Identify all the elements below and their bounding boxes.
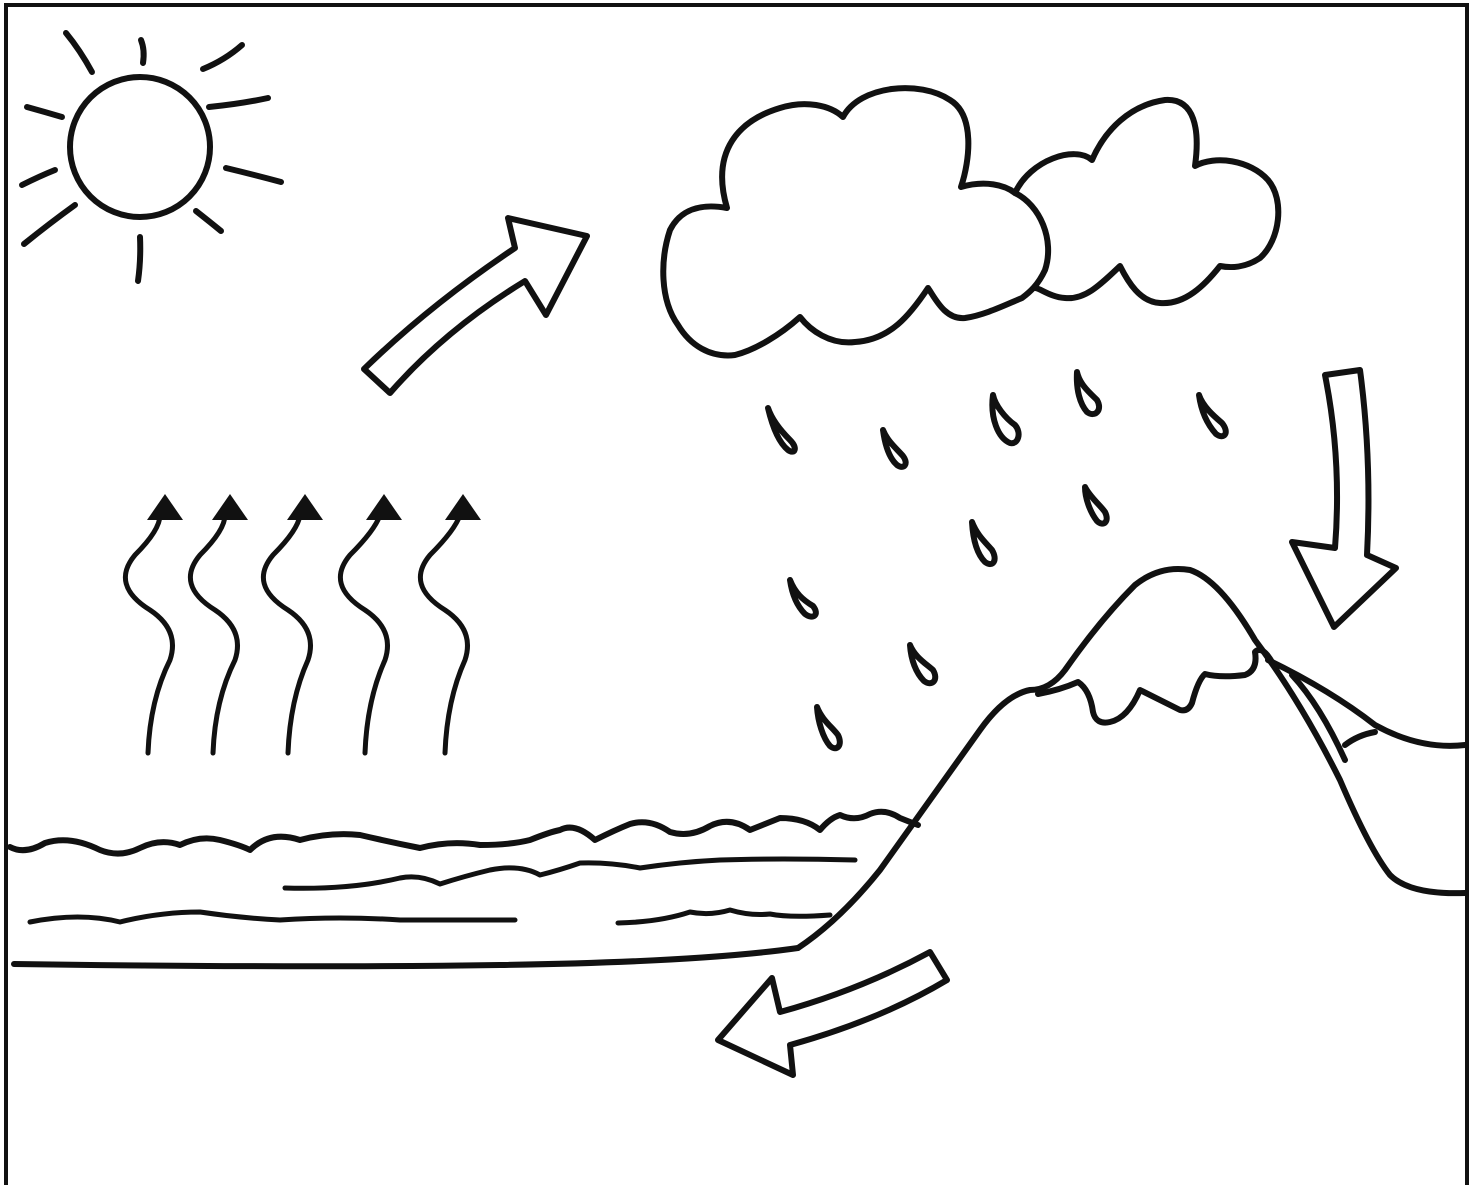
mountain-back-ridge: [1265, 657, 1468, 749]
rain-drop: [907, 642, 939, 687]
rain-drops: [765, 369, 1229, 752]
sea-wave: [282, 856, 858, 891]
evaporation-arrow: [123, 494, 183, 756]
sun-icon: [19, 30, 284, 284]
sun-disc: [67, 74, 213, 220]
sun-ray: [193, 208, 224, 234]
rain-drop: [1082, 484, 1110, 527]
sun-ray: [19, 167, 58, 188]
rain-drop: [1196, 392, 1229, 440]
rain-drop: [969, 519, 998, 568]
sea: [7, 808, 921, 970]
sun-ray: [223, 165, 284, 185]
mountain-ridge-detail: [1342, 729, 1378, 748]
rain-drop: [880, 427, 909, 470]
rain-drop: [1073, 369, 1103, 418]
sea-wave: [7, 808, 921, 857]
rain-drop: [989, 392, 1022, 447]
sun-ray: [21, 202, 78, 247]
sea-wave: [27, 909, 518, 925]
sun-ray: [138, 37, 147, 66]
clouds-icon: [660, 85, 1282, 359]
runoff-arrow: [715, 949, 950, 1078]
sea-wave: [615, 907, 833, 926]
evaporation-arrow: [261, 494, 323, 756]
cloud-left: [660, 85, 1052, 359]
snow-cap: [1035, 647, 1275, 726]
sun-ray: [24, 104, 65, 120]
condensation-arrow: [361, 215, 590, 396]
cloud-right: [1012, 96, 1282, 307]
sun-ray: [63, 30, 95, 75]
sun-ray: [206, 95, 271, 110]
evaporation-arrow: [188, 494, 248, 756]
frame-border: [4, 3, 1469, 1185]
precipitation-arrow: [1289, 367, 1399, 630]
evaporation-arrows: [123, 494, 481, 756]
sun-ray: [135, 234, 144, 284]
evaporation-arrow: [338, 494, 402, 756]
rain-drop: [814, 704, 843, 752]
rain-drop: [787, 577, 819, 620]
rain-drop: [765, 405, 798, 455]
shoreline: [11, 945, 801, 970]
mountain-ridge-detail: [1289, 672, 1348, 763]
evaporation-arrow: [418, 494, 481, 756]
mountain-front-slope: [795, 566, 1468, 951]
sun-ray: [200, 42, 245, 72]
mountain: [795, 566, 1468, 951]
